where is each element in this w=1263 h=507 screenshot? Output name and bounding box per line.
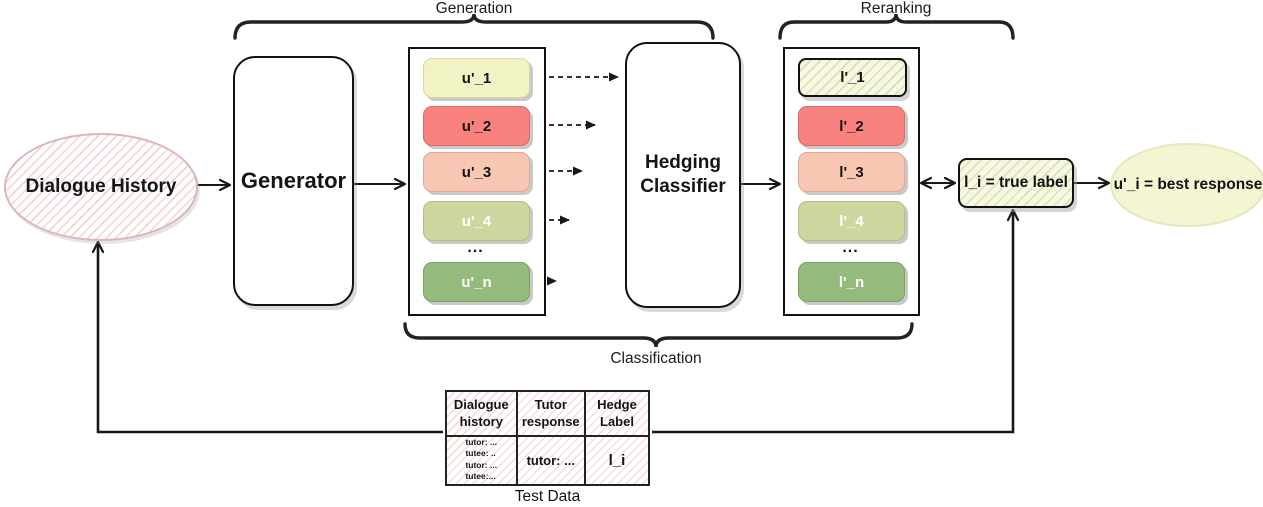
rerank-box-l1: l'_1	[798, 58, 907, 97]
cell-tutor-response: tutor: ...	[515, 434, 586, 487]
candidate-box-un: u'_n	[423, 262, 530, 302]
dialogue-history-node: Dialogue History	[4, 133, 198, 241]
hedging-classifier-node: Hedging Classifier	[625, 42, 741, 308]
rerank-box-l3: l'_3	[798, 152, 905, 192]
best-response-node: u'_i = best response	[1110, 143, 1263, 227]
true-label-text: l_i = true label	[964, 174, 1068, 191]
cell-hedge-label: l_i	[583, 434, 651, 487]
rerank-box-l4: l'_4	[798, 201, 905, 241]
rerank-box-ln: l'_n	[798, 262, 905, 302]
candidates-ellipsis: ...	[467, 239, 484, 256]
rerank-ellipsis: ...	[842, 239, 859, 256]
test-data-table: Dialogue history Tutor response Hedge La…	[445, 390, 651, 487]
generation-label: Generation	[435, 0, 513, 17]
rerank-box-l2: l'_2	[798, 106, 905, 146]
hedging-classifier-label: Hedging Classifier	[640, 152, 726, 197]
reranking-label: Reranking	[860, 0, 932, 17]
dialogue-history-label: Dialogue History	[25, 176, 177, 197]
header-dialogue-history: Dialogue history	[445, 390, 518, 437]
candidate-box-u4: u'_4	[423, 201, 530, 241]
candidate-box-u3: u'_3	[423, 152, 530, 192]
classification-brace	[403, 322, 914, 348]
test-data-caption: Test Data	[514, 488, 581, 505]
classification-label: Classification	[610, 350, 702, 367]
candidate-box-u2: u'_2	[423, 106, 530, 146]
cell-dialogue-history: tutor: ... tutee: .. tutor: ... tutee:..…	[445, 434, 518, 487]
best-response-label: u'_i = best response	[1113, 176, 1263, 193]
true-label-node: l_i = true label	[958, 158, 1074, 208]
test-data-row: tutor: ... tutee: .. tutor: ... tutee:..…	[445, 434, 651, 487]
dialogue-history-lines: tutor: ... tutee: .. tutor: ... tutee:..…	[465, 437, 498, 482]
generator-node: Generator	[233, 56, 354, 306]
header-hedge-label: Hedge Label	[583, 390, 651, 437]
generator-label: Generator	[240, 168, 347, 193]
header-tutor-response: Tutor response	[515, 390, 586, 437]
candidate-box-u1: u'_1	[423, 58, 530, 98]
test-data-header-row: Dialogue history Tutor response Hedge La…	[445, 390, 651, 437]
